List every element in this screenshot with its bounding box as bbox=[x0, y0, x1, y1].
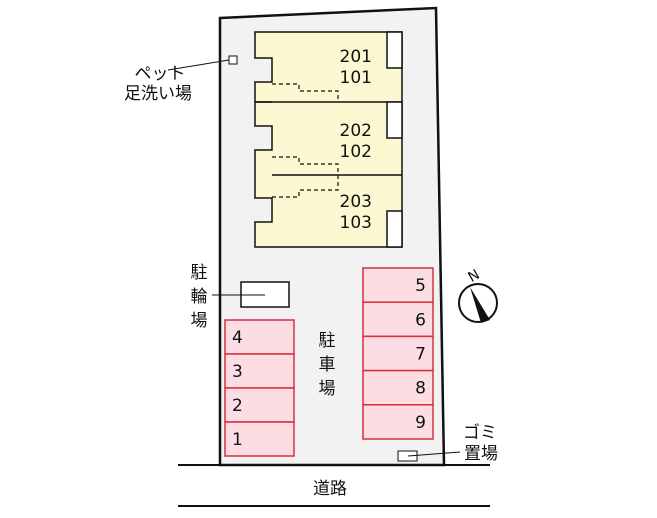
parking-space bbox=[362, 369, 434, 406]
unit-103: 103 bbox=[340, 213, 372, 233]
bike-label-2: 輪 bbox=[191, 287, 208, 307]
unit-203: 203 bbox=[340, 192, 372, 212]
unit-201: 201 bbox=[340, 47, 372, 67]
parking-label-1: 駐 bbox=[319, 331, 336, 351]
bike-label-3: 場 bbox=[191, 311, 208, 331]
garbage-label-2: 置場 bbox=[464, 444, 498, 464]
garbage-label-1: ゴミ bbox=[463, 422, 497, 443]
unit-101: 101 bbox=[340, 68, 372, 88]
unit-202: 202 bbox=[340, 121, 372, 141]
balcony bbox=[386, 210, 403, 248]
north-label: N bbox=[466, 267, 483, 286]
road-label: 道路 bbox=[313, 479, 347, 499]
balcony bbox=[386, 31, 403, 69]
balcony bbox=[386, 101, 403, 139]
parking-space-number: 8 bbox=[415, 379, 426, 399]
parking-space bbox=[362, 267, 434, 303]
parking-space bbox=[362, 404, 434, 440]
pet-wash-label-1: ペット bbox=[135, 64, 186, 84]
parking-space bbox=[224, 387, 295, 423]
parking-space bbox=[224, 353, 295, 389]
parking-space-number: 9 bbox=[415, 413, 426, 433]
parking-space-number: 3 bbox=[232, 362, 243, 382]
unit-102: 102 bbox=[340, 142, 372, 162]
parking-right: 5 6 7 8 9 bbox=[362, 267, 434, 440]
parking-space-number: 5 bbox=[415, 276, 426, 296]
parking-space-number: 1 bbox=[232, 430, 243, 450]
garbage-area bbox=[397, 450, 418, 462]
bike-label-1: 駐 bbox=[191, 263, 208, 283]
parking-space-number: 7 bbox=[415, 345, 426, 365]
parking-left: 4 3 2 1 bbox=[224, 319, 295, 457]
pet-wash-leader bbox=[167, 59, 230, 71]
parking-space-number: 2 bbox=[232, 396, 243, 416]
parking-label-3: 場 bbox=[319, 379, 336, 399]
building: 201 101 202 102 203 103 bbox=[254, 31, 403, 248]
north-arrow-icon: N bbox=[458, 267, 498, 323]
parking-label-2: 車 bbox=[319, 355, 336, 375]
pet-wash-marker bbox=[228, 55, 238, 65]
pet-wash-label-2: 足洗い場 bbox=[124, 84, 192, 104]
parking-space bbox=[224, 421, 295, 457]
parking-space bbox=[362, 335, 434, 372]
parking-space-number: 4 bbox=[232, 328, 243, 348]
parking-space bbox=[362, 301, 434, 338]
garbage-leader bbox=[407, 451, 461, 457]
parking-space-number: 6 bbox=[415, 310, 426, 330]
